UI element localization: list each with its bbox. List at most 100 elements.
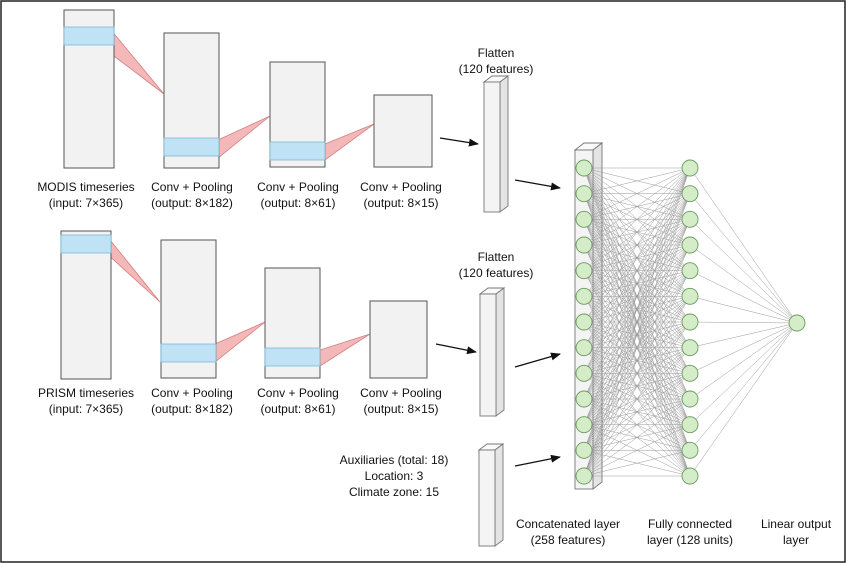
output-connection-line xyxy=(689,244,798,324)
flatten-title: Flatten xyxy=(477,46,515,60)
output-connection-line xyxy=(689,322,798,374)
connection-line xyxy=(583,244,691,477)
concat-node xyxy=(575,441,593,459)
connection-line xyxy=(583,167,691,374)
layer-title: Conv + Pooling xyxy=(360,180,442,194)
layer-shape: (output: 8×61) xyxy=(260,196,336,210)
aux-climate: Climate zone: 15 xyxy=(348,485,440,499)
flatten-column-prism xyxy=(478,287,506,417)
output-connection-line xyxy=(689,167,798,324)
output-connection-line xyxy=(689,296,798,324)
fc-node xyxy=(681,262,699,280)
connection-line xyxy=(583,193,691,477)
connection-line xyxy=(583,167,691,246)
conv-label: Conv + Pooling (output: 8×182) xyxy=(140,179,244,211)
connection-line xyxy=(583,373,691,477)
concat-node xyxy=(575,236,593,254)
output-connection-line xyxy=(689,322,798,425)
network-connections xyxy=(583,167,798,477)
output-connection-line xyxy=(689,321,798,324)
concat-node xyxy=(575,210,593,228)
output-label: Linear output layer xyxy=(746,516,846,548)
prism-branch xyxy=(60,230,506,417)
connection-line xyxy=(583,167,691,477)
layer-shape: (output: 8×15) xyxy=(363,402,439,416)
output-connection-line xyxy=(689,219,798,324)
fc-node xyxy=(681,364,699,382)
connection-line xyxy=(583,167,691,348)
concat-label: Concatenated layer (258 features) xyxy=(503,516,633,548)
fc-node xyxy=(681,159,699,177)
conv-label: Conv + Pooling (output: 8×61) xyxy=(246,179,350,211)
flatten-features: (120 features) xyxy=(458,62,534,76)
modis-input-label: MODIS timeseries (input: 7×365) xyxy=(18,179,154,211)
input-shape: (input: 7×365) xyxy=(48,196,124,210)
layer-title: Conv + Pooling xyxy=(360,386,442,400)
input-name: MODIS timeseries xyxy=(37,180,135,194)
layer-shape: (output: 8×182) xyxy=(151,196,233,210)
output-connection-line xyxy=(689,322,798,477)
input-name: PRISM timeseries xyxy=(37,386,135,400)
connection-line xyxy=(583,270,691,477)
fc-node xyxy=(681,313,699,331)
connection-line xyxy=(583,167,691,271)
concat-node xyxy=(575,262,593,280)
aux-total: Auxiliaries (total: 18) xyxy=(339,453,449,467)
connection-line xyxy=(583,347,691,477)
fc-label: Fully connected layer (128 units) xyxy=(630,516,750,548)
concat-node xyxy=(575,364,593,382)
connection-line xyxy=(583,167,691,194)
fc-units: layer (128 units) xyxy=(646,533,734,547)
connection-line xyxy=(583,167,691,425)
concat-title: Concatenated layer xyxy=(515,517,621,531)
auxiliaries-label: Auxiliaries (total: 18) Location: 3 Clim… xyxy=(326,452,462,500)
arrow-to-concat xyxy=(514,352,561,368)
concat-node xyxy=(575,185,593,203)
arrow-to-concat xyxy=(514,179,561,191)
fc-node xyxy=(681,441,699,459)
arrow-to-concat xyxy=(514,454,561,467)
connection-line xyxy=(583,167,691,220)
conv-highlight xyxy=(160,343,217,363)
connection-line xyxy=(583,167,691,451)
conv-highlight xyxy=(269,141,326,161)
fc-node xyxy=(681,390,699,408)
connection-line xyxy=(583,424,691,477)
output-subtitle: layer xyxy=(782,533,809,547)
layer-title: Conv + Pooling xyxy=(257,180,339,194)
concat-node xyxy=(575,416,593,434)
flatten-features: (120 features) xyxy=(458,266,534,280)
connection-line xyxy=(583,167,691,400)
layer-shape: (output: 8×15) xyxy=(363,196,439,210)
output-connection-line xyxy=(689,322,798,348)
network-nodes xyxy=(575,159,806,485)
concat-node xyxy=(575,339,593,357)
concat-features: (258 features) xyxy=(530,533,606,547)
connection-line xyxy=(583,398,691,477)
output-connection-line xyxy=(689,322,798,451)
layer-title: Conv + Pooling xyxy=(257,386,339,400)
output-node xyxy=(788,314,806,332)
flatten-label: Flatten (120 features) xyxy=(446,249,546,281)
connection-line xyxy=(583,450,691,477)
input-highlight xyxy=(60,234,112,254)
auxiliaries-column xyxy=(477,443,505,547)
layer-shape: (output: 8×182) xyxy=(151,402,233,416)
fc-node xyxy=(681,287,699,305)
fc-title: Fully connected xyxy=(647,517,733,531)
output-connection-line xyxy=(689,193,798,324)
prism-input-label: PRISM timeseries (input: 7×365) xyxy=(18,385,154,417)
concat-node xyxy=(575,159,593,177)
connection-line xyxy=(583,296,691,477)
fc-node xyxy=(681,467,699,485)
conv-label: Conv + Pooling (output: 8×61) xyxy=(246,385,350,417)
conv-highlight xyxy=(264,347,321,367)
connection-line xyxy=(583,321,691,477)
output-title: Linear output xyxy=(760,517,832,531)
input-shape: (input: 7×365) xyxy=(48,402,124,416)
input-highlight xyxy=(63,26,115,46)
connection-line xyxy=(583,219,691,477)
fc-node xyxy=(681,185,699,203)
flatten-label: Flatten (120 features) xyxy=(446,45,546,77)
